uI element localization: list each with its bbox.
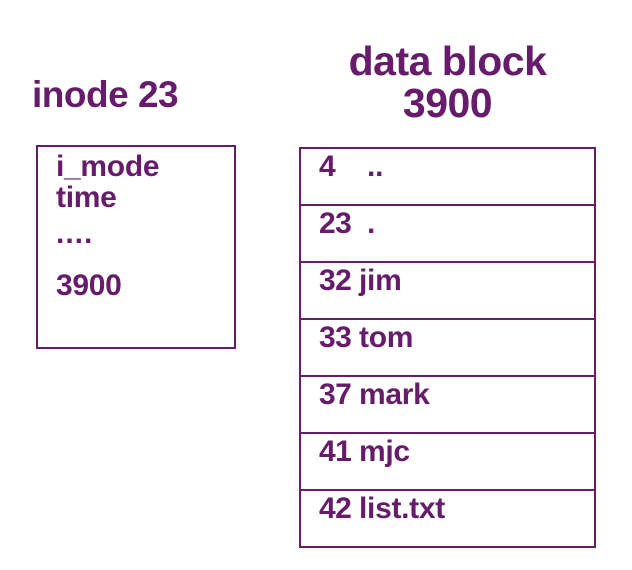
dir-entry-name: mjc: [359, 435, 410, 468]
dir-entry-name: list.txt: [359, 492, 445, 525]
inode-field-ellipsis: ....: [56, 217, 94, 250]
data-block-title-line2: 3900: [402, 80, 493, 126]
dir-entry-name: jim: [359, 264, 402, 297]
inode-title: inode 23: [32, 74, 179, 115]
data-block-title-line1: data block: [348, 38, 547, 84]
data-block-title: data block 3900: [299, 40, 596, 124]
table-row: 42 list.txt: [301, 491, 594, 546]
table-row: 23 .: [301, 206, 594, 263]
inode-field-block-pointer: 3900: [56, 269, 122, 302]
inode-field-time: time: [56, 181, 117, 214]
dir-entry-inode-number: 32: [319, 264, 352, 297]
inode-field-list: i_mode time .... 3900: [56, 151, 230, 303]
dir-entry-name: ..: [359, 150, 384, 183]
dir-entry-inode-number: 4: [319, 150, 336, 183]
dir-entry-name: mark: [359, 378, 430, 411]
dir-entry-inode-number: 42: [319, 492, 352, 525]
table-row: 32 jim: [301, 263, 594, 320]
inode-field-i-mode: i_mode: [56, 150, 160, 183]
table-row: 33 tom: [301, 320, 594, 377]
table-row: 41 mjc: [301, 434, 594, 491]
dir-entry-inode-number: 33: [319, 321, 352, 354]
dir-entry-inode-number: 23: [319, 207, 352, 240]
directory-entry-table: 4 .. 23 . 32 jim 33 tom 37 mark 41 mjc 4…: [299, 147, 596, 548]
inode-box: i_mode time .... 3900: [36, 145, 236, 349]
dir-entry-inode-number: 37: [319, 378, 352, 411]
dir-entry-name: .: [359, 207, 376, 240]
dir-entry-inode-number: 41: [319, 435, 352, 468]
table-row: 37 mark: [301, 377, 594, 434]
dir-entry-name: tom: [359, 321, 414, 354]
table-row: 4 ..: [301, 149, 594, 206]
